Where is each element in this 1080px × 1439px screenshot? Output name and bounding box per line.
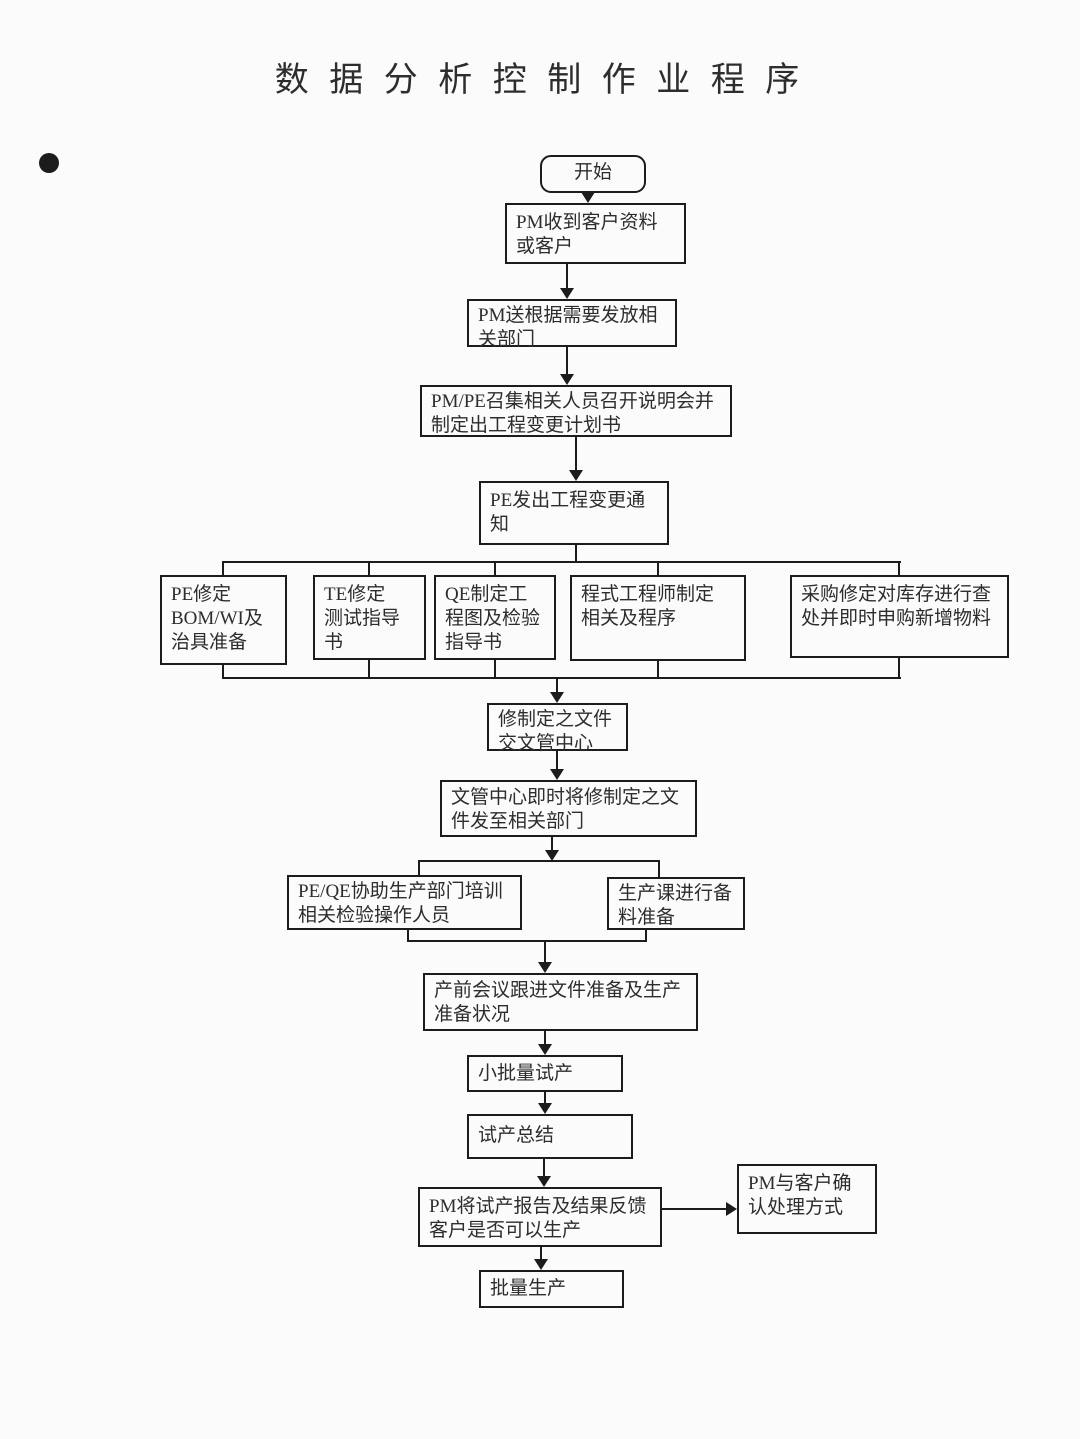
flow-line [494,561,496,575]
node-confirm: PM与客户确 认处理方式 [737,1164,877,1234]
flow-line [898,561,900,575]
flow-line [566,264,568,289]
node-pm-distribute: PM送根据需要发放相 关部门 [467,299,677,350]
node-pilot-summary: 试产总结 [467,1114,633,1159]
flow-line [657,661,659,679]
flow-line [222,677,901,679]
flow-line [544,1092,546,1104]
arrow-down-icon [550,769,564,780]
flow-line [551,837,553,851]
node-pe-bom: PE修定 BOM/WI及 治具准备 [160,575,287,665]
flow-line [575,545,577,563]
flow-line [368,660,370,679]
node-pe-notice: PE发出工程变更通 知 [479,481,669,545]
node-doc-center: 文管中心即时将修制定之文 件发至相关部门 [440,780,697,837]
arrow-down-icon [560,374,574,385]
flow-line [657,561,659,575]
flow-line [494,660,496,679]
page-title: 数 据 分 析 控 制 作 业 程 序 [274,62,806,99]
node-submit-docs: 修制定之文件 交文管中心 [487,703,628,754]
flow-line [418,860,420,876]
bullet-point-icon [39,153,59,173]
flow-line [222,561,901,563]
arrow-down-icon [550,692,564,703]
flow-line [566,347,568,375]
node-purchasing: 采购修定对库存进行查 处并即时申购新增物料 [790,575,1009,658]
flow-line [556,751,558,769]
arrow-down-icon [569,470,583,481]
arrow-down-icon [538,1044,552,1055]
flow-line [540,1247,542,1260]
node-mass-production: 批量生产 [479,1270,624,1308]
flow-line [544,941,546,963]
flow-line [543,1159,545,1177]
flow-line [222,665,224,679]
arrow-right-icon [726,1202,737,1216]
flow-line [368,561,370,575]
flow-line [645,930,647,941]
node-pre-meeting: 产前会议跟进文件准备及生产 准备状况 [423,973,698,1031]
node-feedback: PM将试产报告及结果反馈 客户是否可以生产 [418,1187,662,1247]
arrow-down-icon [545,850,559,861]
arrow-down-icon [560,288,574,299]
flow-line [418,860,660,862]
flow-line [556,679,558,693]
arrow-down-icon [534,1259,548,1270]
flow-line [662,1208,726,1210]
node-te-test: TE修定 测试指导 书 [313,575,426,660]
node-training: PE/QE协助生产部门培训 相关检验操作人员 [287,875,522,930]
arrow-down-icon [581,192,595,203]
node-programmer: 程式工程师制定 相关及程序 [570,575,746,661]
flow-line [658,860,660,878]
flow-line [407,930,409,941]
flow-line [544,1031,546,1045]
arrow-down-icon [537,1176,551,1187]
flow-line [222,561,224,575]
arrow-down-icon [538,1103,552,1114]
node-start: 开始 [540,155,646,193]
flow-line [898,658,900,679]
node-qe-drawing: QE制定工 程图及检验 指导书 [434,575,556,660]
flow-line [407,940,647,942]
node-materials: 生产课进行备 料准备 [607,877,745,930]
arrow-down-icon [538,962,552,973]
node-pilot-run: 小批量试产 [467,1055,623,1092]
node-pm-pe-meeting: PM/PE召集相关人员召开说明会并 制定出工程变更计划书 [420,385,732,437]
flow-line [575,437,577,471]
node-pm-receive: PM收到客户资料 或客户 [505,203,686,264]
